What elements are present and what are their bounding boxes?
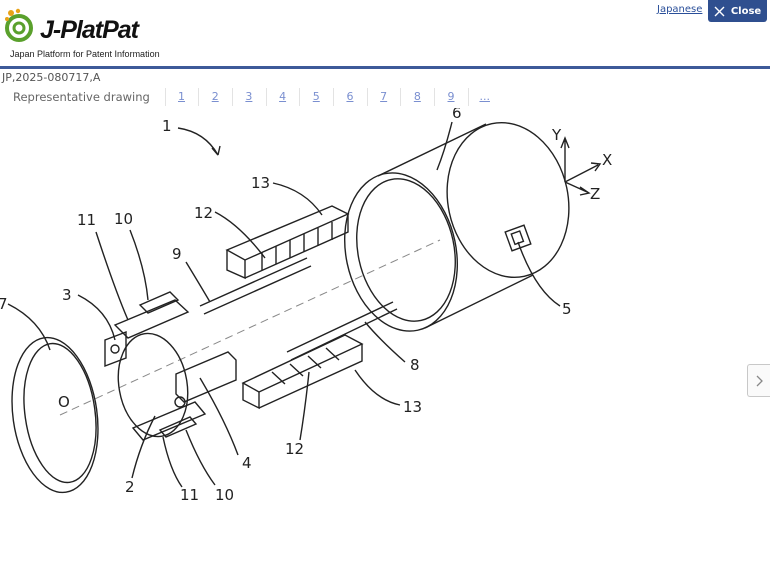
tab-drawing-4[interactable]: 4 — [265, 88, 299, 106]
logo-mark-icon — [5, 8, 33, 42]
close-icon — [714, 6, 725, 16]
axis-label-x: X — [602, 151, 612, 169]
label-1: 1 — [162, 117, 172, 135]
cylinder-housing — [343, 121, 570, 332]
end-disc — [11, 336, 99, 494]
header-divider — [0, 66, 770, 69]
tab-drawing-6[interactable]: 6 — [332, 88, 366, 106]
j-platpat-logo[interactable]: J-PlatPat Japan Platform for Patent Info… — [4, 6, 160, 59]
label-11-upper: 11 — [77, 211, 96, 229]
label-2: 2 — [125, 478, 135, 496]
label-4: 4 — [242, 454, 252, 472]
drawing-tabs: Representative drawing 1 2 3 4 5 6 7 8 9… — [0, 87, 501, 107]
tab-drawing-2[interactable]: 2 — [198, 88, 231, 106]
app-header: J-PlatPat Japan Platform for Patent Info… — [0, 0, 770, 66]
tab-drawing-7[interactable]: 7 — [366, 88, 400, 106]
holder-assembly — [104, 291, 237, 441]
rod-8 — [286, 301, 398, 361]
tab-drawing-9[interactable]: 9 — [434, 88, 467, 106]
tab-drawing-8[interactable]: 8 — [400, 88, 433, 106]
label-10-upper: 10 — [114, 210, 133, 228]
label-o: O — [58, 393, 70, 411]
tab-drawing-more[interactable]: ... — [467, 88, 501, 106]
tab-drawing-1[interactable]: 1 — [164, 88, 198, 106]
label-13-upper: 13 — [251, 174, 270, 192]
label-10-lower: 10 — [215, 486, 234, 504]
label-13-lower: 13 — [403, 398, 422, 416]
label-8: 8 — [410, 356, 420, 374]
tab-representative-drawing[interactable]: Representative drawing — [13, 90, 150, 104]
chevron-right-icon — [756, 375, 763, 386]
next-drawing-button[interactable] — [747, 364, 770, 397]
label-7: 7 — [0, 295, 8, 313]
rod-9 — [199, 257, 312, 315]
document-id: JP,2025-080717,A — [2, 71, 101, 84]
logo-wordmark: J-PlatPat — [40, 16, 139, 44]
patent-drawing: 1 6 13 12 11 10 9 3 7 5 8 13 O 4 12 2 11… — [0, 108, 612, 504]
close-button[interactable]: Close — [708, 0, 767, 22]
tab-drawing-5[interactable]: 5 — [299, 88, 332, 106]
axis-label-z: Z — [590, 185, 600, 203]
label-5: 5 — [562, 300, 572, 318]
tab-drawing-3[interactable]: 3 — [231, 88, 265, 106]
logo-tagline: Japan Platform for Patent Information — [10, 49, 160, 59]
coordinate-axes — [560, 136, 602, 196]
label-12-lower: 12 — [285, 440, 304, 458]
label-9: 9 — [172, 245, 182, 263]
japanese-language-link[interactable]: Japanese — [657, 4, 703, 15]
label-3: 3 — [62, 286, 72, 304]
magnet-block-upper — [225, 205, 350, 280]
close-button-label: Close — [730, 5, 762, 17]
label-6: 6 — [452, 108, 462, 122]
axis-label-y: Y — [551, 126, 562, 144]
label-11-lower: 11 — [180, 486, 199, 504]
magnet-block-lower — [241, 334, 364, 410]
label-12-upper: 12 — [194, 204, 213, 222]
